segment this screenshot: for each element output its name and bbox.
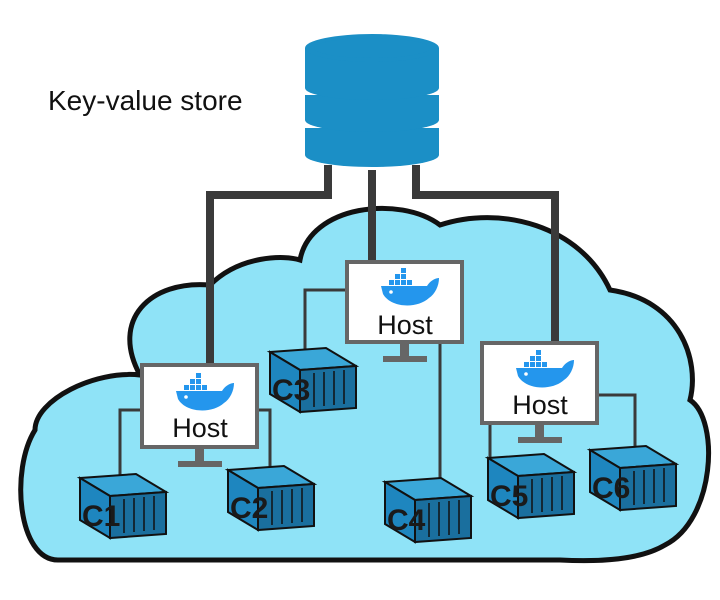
container-c3: C3 bbox=[266, 346, 360, 414]
container-c4: C4 bbox=[381, 476, 475, 544]
container-c2: C2 bbox=[224, 464, 318, 532]
container-c1-label: C1 bbox=[82, 500, 120, 533]
docker-whale-icon bbox=[381, 268, 439, 306]
key-value-store-label: Key-value store bbox=[48, 85, 243, 116]
container-c1: C1 bbox=[76, 472, 170, 540]
host-3-label: Host bbox=[512, 390, 568, 420]
database-icon bbox=[305, 34, 439, 167]
host-1: Host bbox=[140, 363, 259, 467]
host-2-label: Host bbox=[377, 310, 433, 340]
container-c5-label: C5 bbox=[490, 480, 528, 513]
container-c3-label: C3 bbox=[272, 374, 310, 407]
container-c6: C6 bbox=[586, 444, 680, 512]
store-connection-lines bbox=[206, 165, 559, 370]
container-c5: C5 bbox=[484, 452, 578, 520]
host-container-lines bbox=[118, 288, 637, 487]
host-1-label: Host bbox=[172, 413, 228, 443]
container-c4-label: C4 bbox=[387, 504, 426, 537]
container-c2-label: C2 bbox=[230, 492, 268, 525]
docker-whale-icon bbox=[176, 373, 234, 411]
docker-whale-icon bbox=[516, 350, 574, 388]
host-2: Host bbox=[345, 260, 464, 362]
host-3: Host bbox=[480, 341, 599, 443]
container-c6-label: C6 bbox=[592, 472, 630, 505]
